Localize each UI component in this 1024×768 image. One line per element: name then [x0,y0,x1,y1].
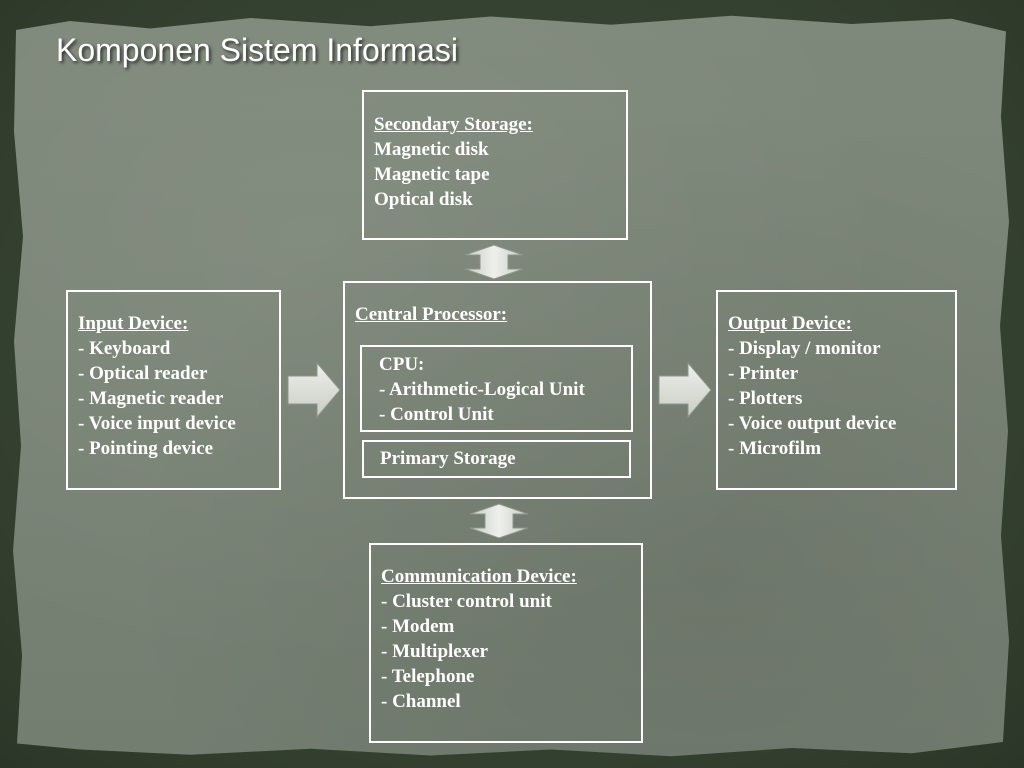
cpu-heading: CPU: [379,354,425,375]
secondary-storage-box: Secondary Storage: Magnetic disk Magneti… [362,90,628,240]
cpu-item: - Arithmetic-Logical Unit [379,379,585,400]
input-device-heading: Input Device: [78,313,189,334]
output-device-heading: Output Device: [728,313,853,334]
input-device-item: - Keyboard [78,338,171,359]
paper-background [13,15,1009,757]
cpu-item: - Control Unit [379,404,494,425]
arrow-right-icon [287,362,341,418]
output-device-item: - Printer [728,363,799,384]
output-device-item: - Display / monitor [728,338,881,359]
input-device-item: - Magnetic reader [78,388,224,409]
input-device-item: - Optical reader [78,363,208,384]
slide-title: Komponen Sistem Informasi [56,32,458,68]
input-device-item: - Pointing device [78,438,214,459]
input-device-item: - Voice input device [78,413,236,434]
primary-storage-label: Primary Storage [380,448,516,469]
output-device-item: - Plotters [728,388,803,409]
secondary-storage-item: Magnetic disk [374,139,489,160]
communication-device-item: - Cluster control unit [381,591,552,612]
primary-storage-box: Primary Storage [362,440,631,478]
communication-device-box: Communication Device: - Cluster control … [369,543,643,743]
secondary-storage-heading: Secondary Storage: [374,114,533,135]
input-device-box: Input Device: - Keyboard - Optical reade… [66,290,281,490]
communication-device-item: - Multiplexer [381,641,489,662]
communication-device-item: - Telephone [381,666,475,687]
secondary-storage-item: Magnetic tape [374,164,490,185]
communication-device-item: - Modem [381,616,455,637]
central-processor-heading: Central Processor: [355,304,508,325]
communication-device-heading: Communication Device: [381,566,577,587]
output-device-item: - Voice output device [728,413,897,434]
cpu-box: CPU: - Arithmetic-Logical Unit - Control… [360,345,633,432]
double-arrow-vertical-icon [464,244,524,280]
output-device-item: - Microfilm [728,438,822,459]
communication-device-item: - Channel [381,691,461,712]
double-arrow-vertical-icon [469,503,529,539]
arrow-right-icon [658,362,712,418]
output-device-box: Output Device: - Display / monitor - Pri… [716,290,957,490]
central-processor-box: Central Processor: [343,281,652,499]
secondary-storage-item: Optical disk [374,189,473,210]
